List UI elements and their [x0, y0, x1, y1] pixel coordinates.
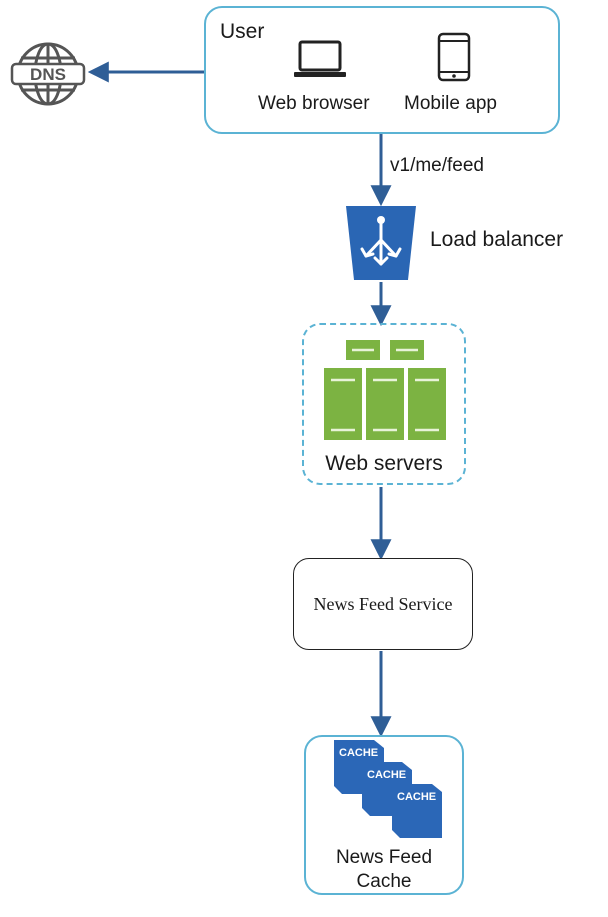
cache-tag-2: CACHE [367, 769, 406, 781]
server-rack-icon [324, 340, 446, 440]
news-feed-service-box: News Feed Service [293, 558, 473, 650]
web-servers-label: Web servers [325, 452, 443, 475]
cache-tag-1: CACHE [339, 747, 378, 759]
web-browser-label: Web browser [258, 93, 370, 114]
mobile-phone-icon [437, 32, 471, 82]
news-feed-service-label: News Feed Service [313, 593, 453, 614]
laptop-icon [294, 40, 346, 77]
endpoint-label: v1/me/feed [390, 155, 484, 176]
dns-globe-icon: DNS [10, 42, 86, 106]
user-title: User [220, 20, 265, 43]
cache-tag-3: CACHE [397, 791, 436, 803]
load-balancer-label: Load balancer [430, 228, 564, 251]
news-feed-cache-label: News Feed Cache [304, 846, 464, 894]
web-servers-box [302, 323, 466, 485]
news-feed-cache-label-line2: Cache [356, 871, 412, 892]
dns-label: DNS [30, 65, 66, 84]
news-feed-cache-label-line1: News Feed [335, 847, 433, 868]
user-box [204, 6, 560, 134]
cache-stack-icon: CACHE CACHE CACHE [334, 740, 442, 838]
load-balancer-icon [346, 206, 416, 280]
mobile-app-label: Mobile app [404, 93, 497, 114]
